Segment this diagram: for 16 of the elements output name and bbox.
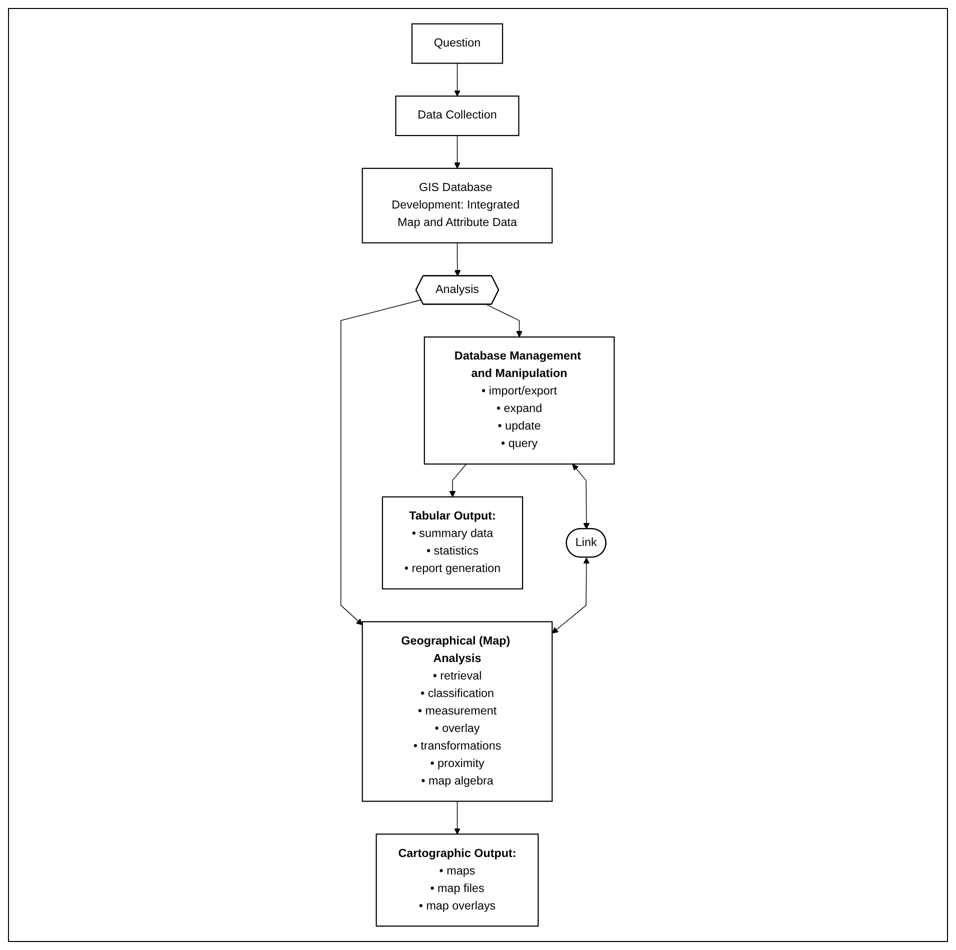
- node-box: Database Management and Manipulation • import/export • expand • update • query: [424, 336, 616, 465]
- arrow: [552, 557, 590, 634]
- arrow: [454, 800, 461, 834]
- arrow: [450, 464, 468, 498]
- node-box: GIS Database Development: Integrated Map and Attribute Data: [362, 168, 554, 244]
- node-box: Cartographic Output: • maps • map files • map overlays: [376, 834, 540, 927]
- arrow: [454, 242, 462, 276]
- node-box: Data Collection: [396, 96, 520, 136]
- arrow: [340, 300, 422, 626]
- arrow: [486, 304, 523, 338]
- arrow: [572, 464, 590, 530]
- arrow: [454, 135, 461, 169]
- arrow: [454, 62, 461, 96]
- node-box: Tabular Output: • summary data • statistics • report generation: [382, 496, 524, 590]
- node-box: Geographical (Map) Analysis • retrieval • classification • measurement • overlay • transformations • proximity • map algebra: [362, 621, 554, 802]
- node-box: Question: [412, 23, 504, 64]
